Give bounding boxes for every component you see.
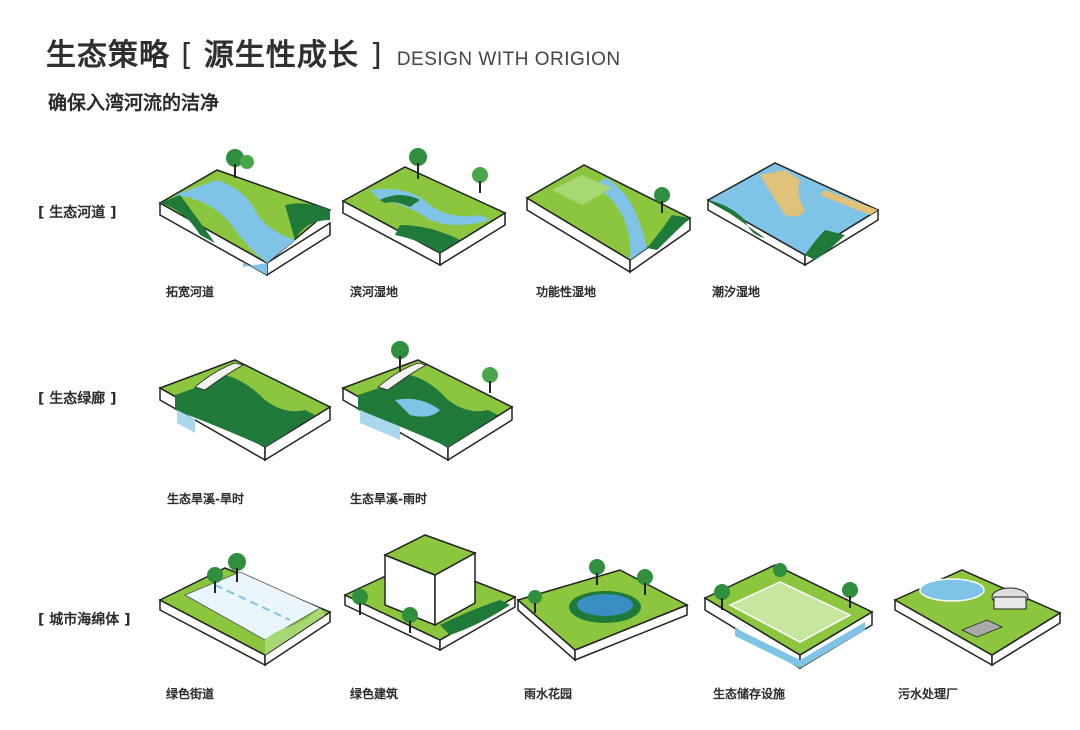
riverside-wetland-block-icon [340,145,510,270]
title-english: DESIGN WITH ORIGION [397,49,621,70]
widened-river-block-icon [155,140,340,275]
green-building-block-icon [340,535,520,655]
title-main: 生态策略 [46,38,170,73]
page-subtitle: 确保入湾河流的洁净 [48,88,219,115]
page-title: 生态策略 [ 源生性成长 ] DESIGN WITH ORIGION [46,30,621,74]
caption-green-street: 绿色街道 [166,685,214,702]
row-label-eco-river: [ 生态河道 ] [38,202,117,222]
row-label-eco-corridor: [ 生态绿廊 ] [38,388,117,408]
rain-garden-block-icon [515,555,695,665]
caption-tidal-wetland: 潮汐湿地 [712,283,760,300]
dry-creek-dry-block-icon [155,355,335,465]
storage-facility-block-icon [700,560,880,675]
caption-sewage-plant: 污水处理厂 [898,685,958,702]
caption-green-building: 绿色建筑 [350,685,398,702]
title-sub: 源生性成长 [204,38,359,73]
green-street-block-icon [155,550,335,670]
caption-rain-garden: 雨水花园 [524,685,572,702]
caption-functional-wetland: 功能性湿地 [536,283,596,300]
caption-storage-facility: 生态储存设施 [713,685,785,702]
caption-riverside-wetland: 滨河湿地 [350,283,398,300]
title-bracket-open: [ [181,38,193,73]
title-bracket-close: ] [370,38,382,73]
caption-dry-creek-dry: 生态旱溪-旱时 [167,490,244,507]
tidal-wetland-block-icon [705,160,885,270]
dry-creek-rain-block-icon [340,340,520,465]
row-label-sponge-city: [ 城市海绵体 ] [38,609,131,629]
functional-wetland-block-icon [522,160,697,275]
caption-widened-river: 拓宽河道 [166,283,214,300]
caption-dry-creek-rain: 生态旱溪-雨时 [350,490,427,507]
sewage-plant-block-icon [892,565,1067,670]
